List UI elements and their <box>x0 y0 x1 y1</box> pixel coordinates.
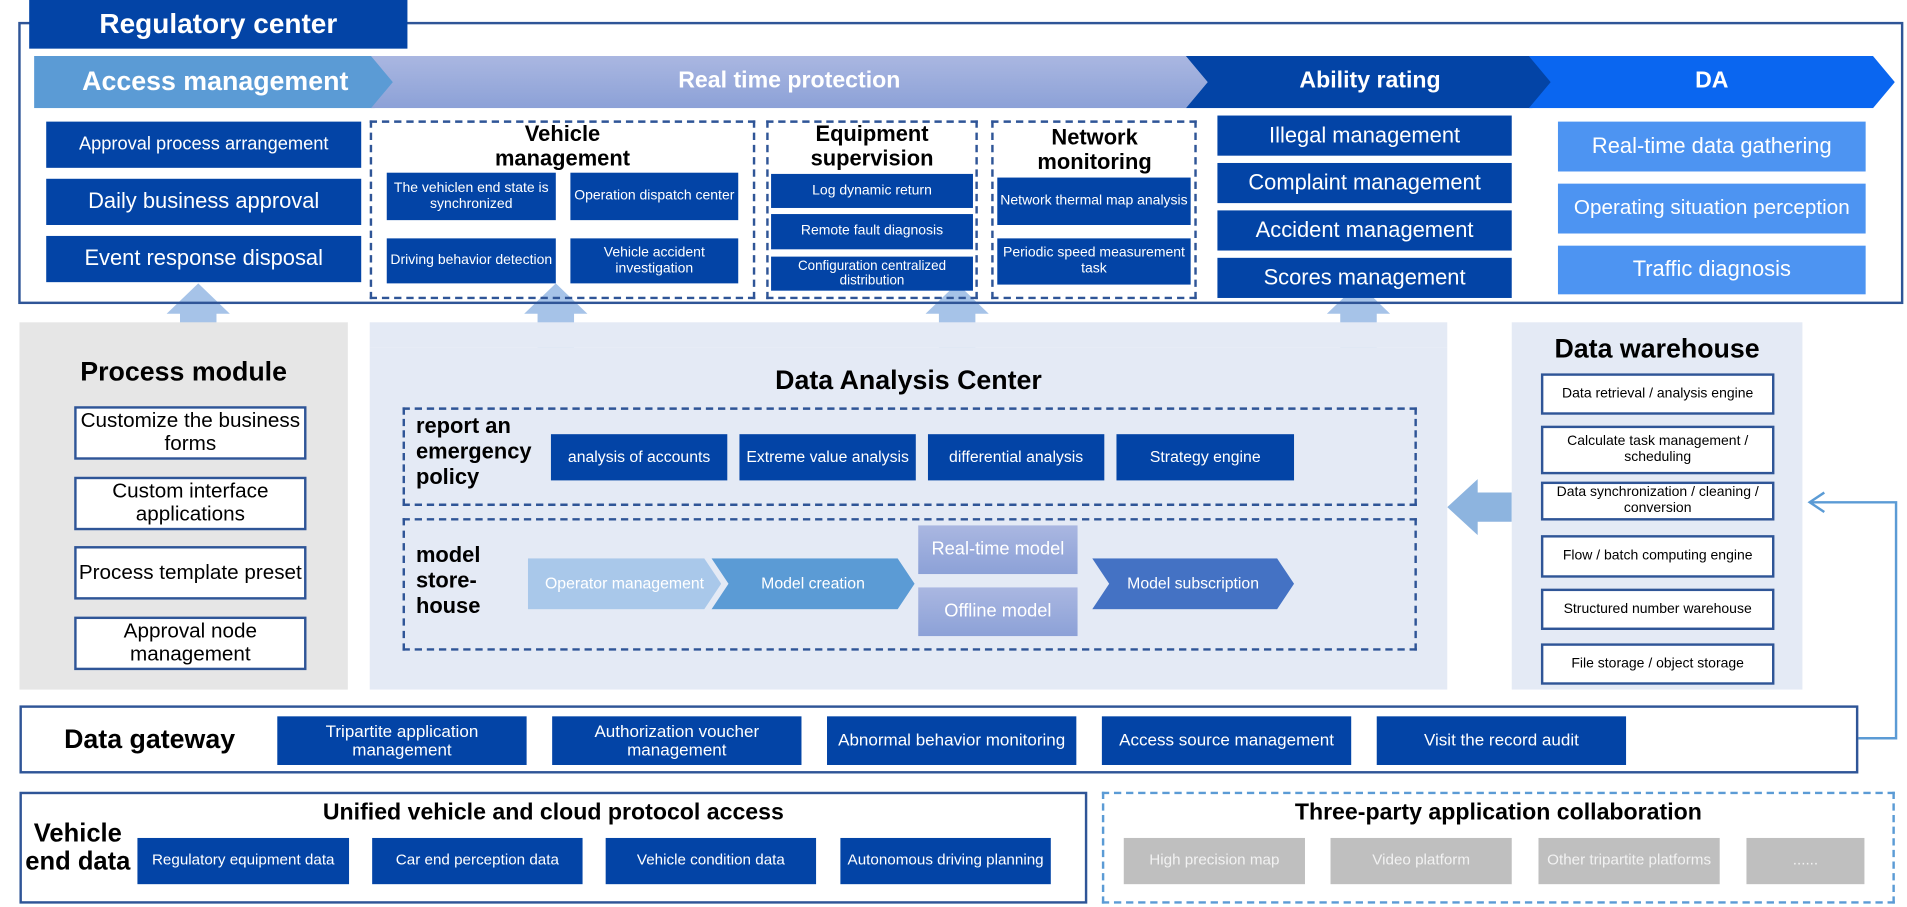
vehicle-management-group <box>369 120 756 300</box>
warehouse-item: Flow / batch computing engine <box>1540 535 1775 578</box>
vehicle-end-item: Regulatory equipment data <box>137 837 350 885</box>
three-party-item: High precision map <box>1123 837 1305 885</box>
three-party-frame <box>1101 791 1895 904</box>
gateway-item: Authorization voucher management <box>552 716 802 765</box>
emergency-item: Extreme value analysis <box>739 434 916 481</box>
process-item: Customize the business forms <box>74 406 307 460</box>
equipment-item: Remote fault diagnosis <box>771 214 973 250</box>
three-party-item: Other tripartite platforms <box>1538 837 1720 885</box>
data-warehouse-title: Data warehouse <box>1554 333 1760 364</box>
rating-item: Illegal management <box>1217 115 1512 156</box>
three-party-item: ...... <box>1746 837 1865 885</box>
vehicle-end-frame <box>19 791 1088 904</box>
data-analysis-center-top <box>369 322 1448 348</box>
process-item: Process template preset <box>74 546 307 600</box>
model-operator-management: Operator management <box>528 558 721 609</box>
network-item: Periodic speed measurement task <box>997 238 1191 285</box>
emergency-item: analysis of accounts <box>550 434 728 481</box>
data-analysis-center-title: Data Analysis Center <box>775 364 1042 396</box>
model-real-time: Real-time model <box>918 525 1078 575</box>
warehouse-item: Calculate task management / scheduling <box>1540 425 1775 475</box>
equipment-supervision-group <box>766 120 978 300</box>
stage-ability-rating: Ability rating <box>1186 56 1555 108</box>
left-arrow-warehouse <box>1447 479 1512 536</box>
network-monitoring-title: Network monitoring <box>1037 125 1152 174</box>
gateway-item: Tripartite application management <box>277 716 527 765</box>
vehicle-end-item: Autonomous driving planning <box>840 837 1051 885</box>
da-item: Real-time data gathering <box>1557 121 1866 172</box>
model-storehouse-title: model store-house <box>415 542 481 618</box>
data-gateway-title: Data gateway <box>64 723 236 754</box>
access-item: Approval process arrangement <box>46 121 362 168</box>
warehouse-item: Structured number warehouse <box>1540 588 1775 630</box>
vehicle-management-title: Vehicle management <box>494 121 631 171</box>
emergency-item: Strategy engine <box>1116 434 1295 481</box>
gateway-item: Access source management <box>1101 716 1352 765</box>
equipment-supervision-title: Equipment supervision <box>810 121 934 171</box>
gateway-item: Visit the record audit <box>1376 716 1627 765</box>
stage-access-management: Access management <box>34 56 396 108</box>
rating-item: Complaint management <box>1217 162 1512 204</box>
equipment-item: Log dynamic return <box>771 173 973 208</box>
gateway-item: Abnormal behavior monitoring <box>827 716 1077 765</box>
feedback-arrowhead <box>1807 491 1825 514</box>
model-offline: Offline model <box>918 587 1078 637</box>
vehicle-item: Vehicle accident investigation <box>570 238 739 284</box>
network-item: Network thermal map analysis <box>997 177 1191 225</box>
equipment-item: Configuration centralized distribution <box>771 256 973 291</box>
feedback-line <box>1809 501 1898 740</box>
regulatory-center-title: Regulatory center <box>29 0 408 49</box>
model-subscription: Model subscription <box>1092 558 1294 609</box>
process-item: Approval node management <box>74 616 307 671</box>
warehouse-item: Data retrieval / analysis engine <box>1540 373 1775 415</box>
emergency-policy-title: report an emergency policy <box>415 413 532 489</box>
regulatory-center-frame <box>18 21 1904 305</box>
warehouse-item: File storage / object storage <box>1540 643 1775 685</box>
vehicle-end-subtitle: Unified vehicle and cloud protocol acces… <box>322 799 784 826</box>
vehicle-end-title: Vehicle end data <box>25 819 131 876</box>
vehicle-end-item: Vehicle condition data <box>605 837 817 885</box>
da-item: Traffic diagnosis <box>1557 245 1866 295</box>
model-storehouse-group <box>402 518 1417 651</box>
access-item: Event response disposal <box>46 235 362 283</box>
emergency-policy-group <box>402 407 1417 506</box>
emergency-item: differential analysis <box>927 434 1105 481</box>
process-item: Custom interface applications <box>74 476 307 531</box>
process-module-title: Process module <box>80 356 287 387</box>
data-gateway-frame <box>19 705 1859 774</box>
vehicle-item: The vehiclen end state is synchronized <box>386 172 556 221</box>
vehicle-item: Operation dispatch center <box>570 172 739 221</box>
stage-da: DA <box>1529 56 1895 108</box>
vehicle-end-item: Car end perception data <box>372 837 583 885</box>
warehouse-item: Data synchronization / cleaning / conver… <box>1540 481 1775 521</box>
rating-item: Scores management <box>1217 257 1512 298</box>
network-monitoring-group <box>991 120 1197 300</box>
model-creation: Model creation <box>711 558 914 609</box>
da-item: Operating situation perception <box>1557 183 1866 234</box>
access-item: Daily business approval <box>46 178 362 225</box>
stage-real-time-protection: Real time protection <box>371 56 1208 108</box>
vehicle-item: Driving behavior detection <box>386 238 556 284</box>
rating-item: Accident management <box>1217 210 1512 251</box>
three-party-title: Three-party application collaboration <box>1294 799 1702 826</box>
three-party-item: Video platform <box>1330 837 1512 885</box>
